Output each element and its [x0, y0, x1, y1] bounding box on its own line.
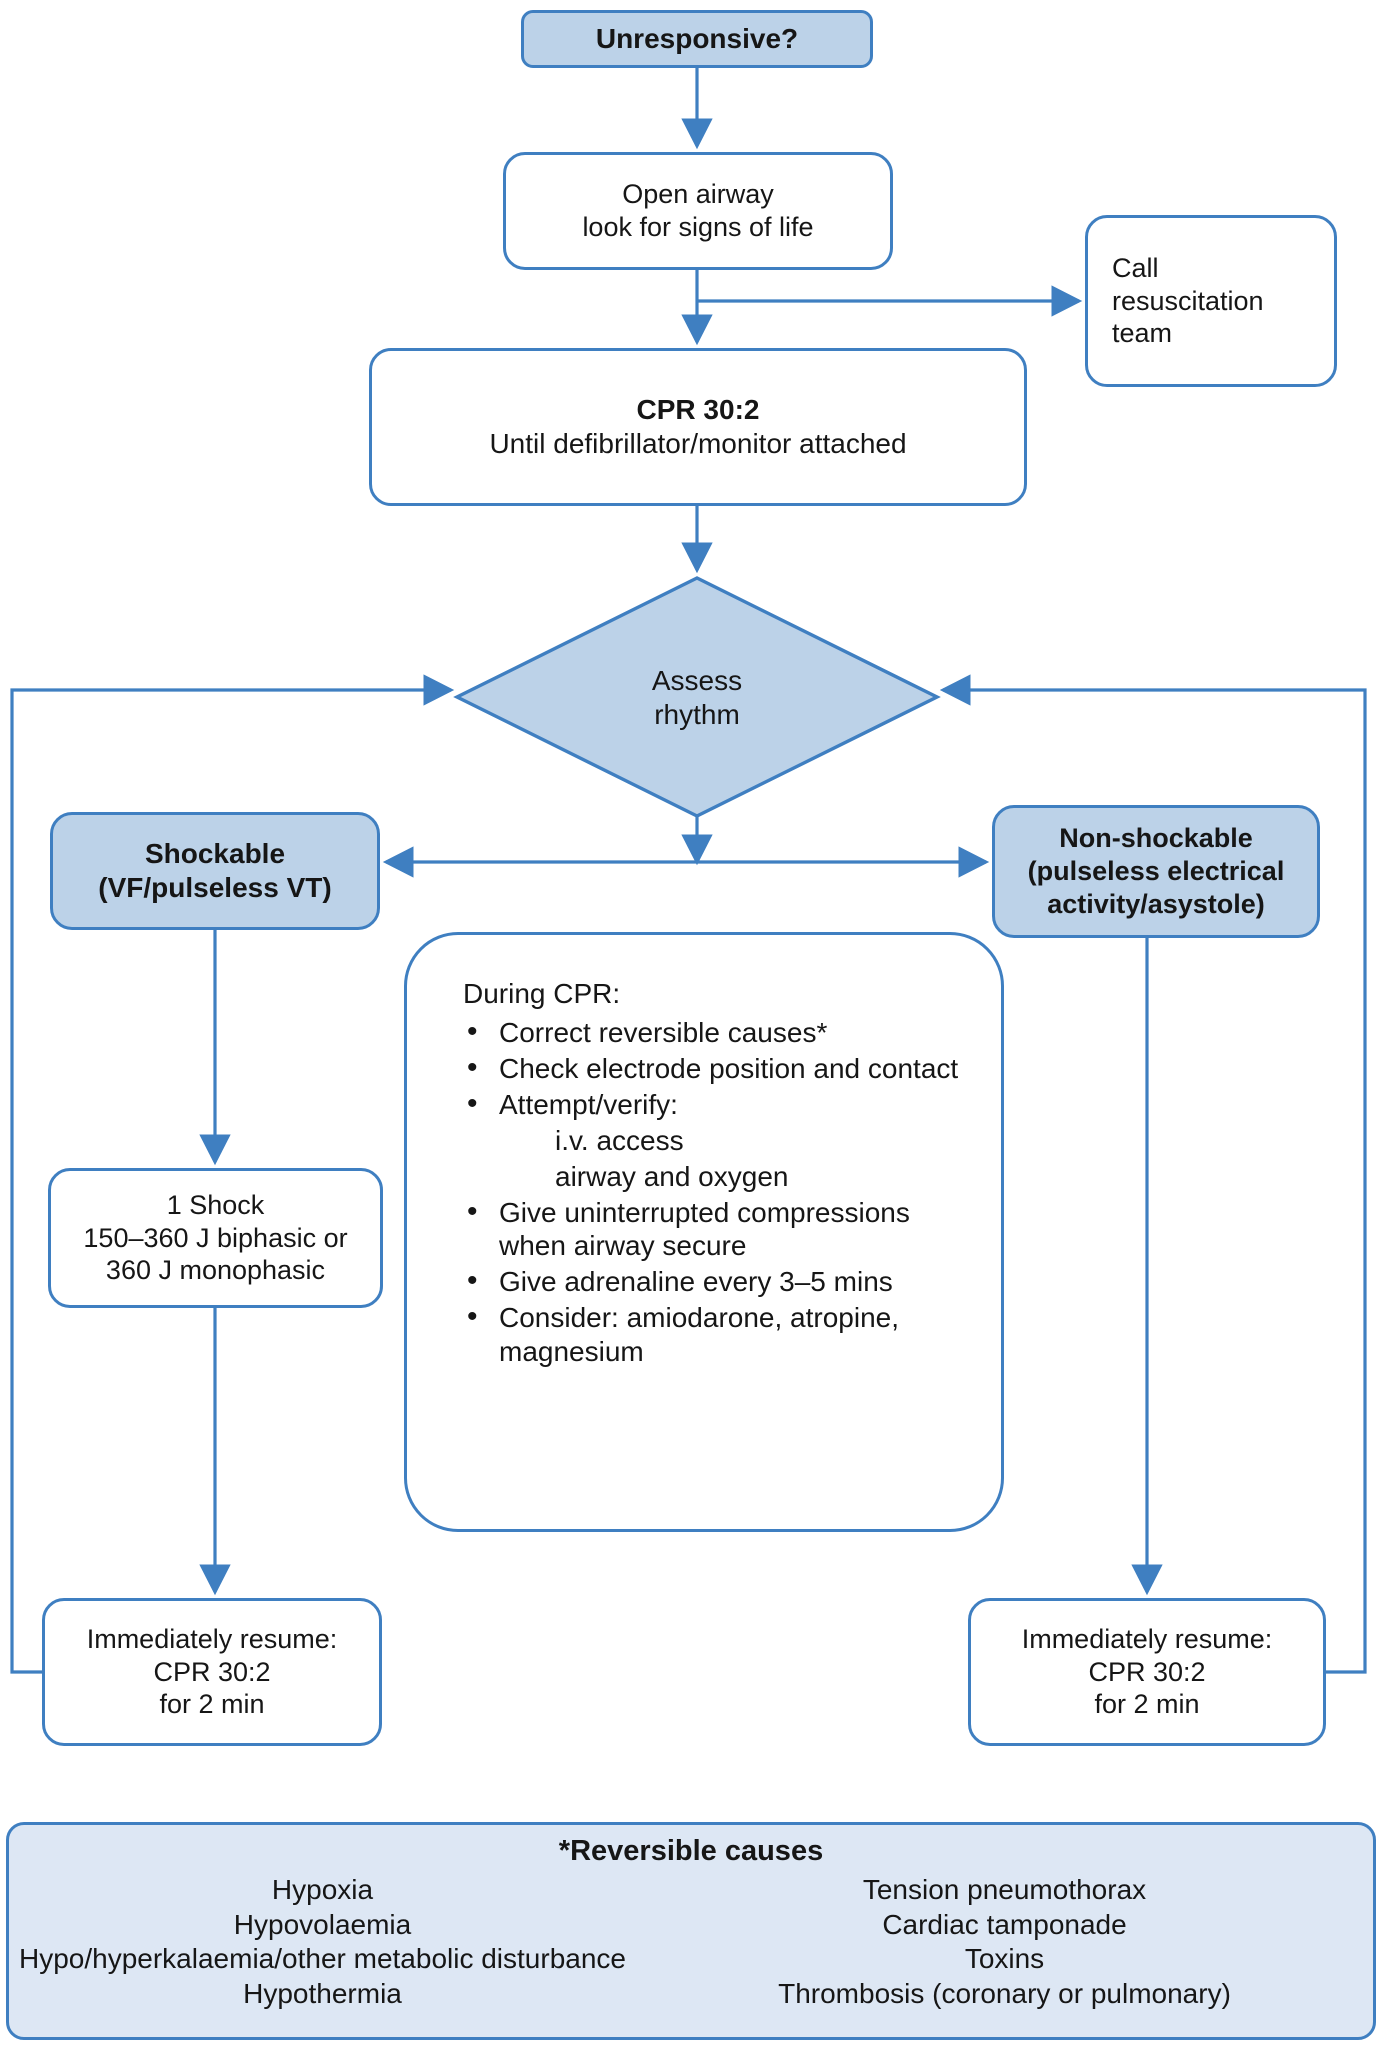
during-cpr-subitem-label: airway and oxygen	[555, 1160, 789, 1192]
node-cpr-30-2-title: CPR 30:2	[636, 393, 760, 425]
reversible-cause-item: Hypovolaemia	[233, 1908, 412, 1940]
during-cpr-item: Consider: amiodarone, atropine, magnesiu…	[463, 1299, 979, 1369]
reversible-causes-title: *Reversible causes	[558, 1835, 824, 1867]
during-cpr-subitem: i.v. access	[463, 1124, 979, 1158]
node-open-airway[interactable]: Open airway look for signs of life	[503, 152, 893, 270]
during-cpr-subitem: airway and oxygen	[463, 1160, 979, 1194]
reversible-cause-item: Toxins	[964, 1943, 1045, 1975]
reversible-cause-item: Thrombosis (coronary or pulmonary)	[778, 1977, 1231, 2009]
node-resume-right-line1: Immediately resume:	[1021, 1623, 1273, 1654]
panel-reversible-causes: *Reversible causes Hypoxia Hypovolaemia …	[6, 1822, 1376, 2040]
node-resume-left-line1: Immediately resume:	[86, 1623, 338, 1654]
node-resume-cpr-left[interactable]: Immediately resume: CPR 30:2 for 2 min	[42, 1598, 382, 1746]
node-cpr-30-2[interactable]: CPR 30:2 Until defibrillator/monitor att…	[369, 348, 1027, 506]
reversible-cause-item: Cardiac tamponade	[882, 1908, 1127, 1940]
during-cpr-item: Give adrenaline every 3–5 mins	[463, 1263, 979, 1299]
node-non-shockable-line2: (pulseless electrical	[1027, 856, 1285, 887]
node-resume-left-line3: for 2 min	[159, 1689, 265, 1720]
node-assess-rhythm-line1: Assess	[651, 664, 743, 696]
during-cpr-list: Correct reversible causes* Check electro…	[463, 1014, 979, 1371]
node-during-cpr[interactable]: During CPR: Correct reversible causes* C…	[404, 932, 1004, 1532]
node-unresponsive[interactable]: Unresponsive?	[521, 10, 873, 68]
node-non-shockable-line1: Non-shockable	[1059, 823, 1253, 854]
node-call-team-line3: team	[1112, 318, 1173, 349]
node-unresponsive-label: Unresponsive?	[595, 22, 799, 54]
node-resume-cpr-right[interactable]: Immediately resume: CPR 30:2 for 2 min	[968, 1598, 1326, 1746]
reversible-causes-columns: Hypoxia Hypovolaemia Hypo/hyperkalaemia/…	[9, 1873, 1373, 2011]
node-shockable-line1: Shockable	[144, 837, 286, 869]
during-cpr-item: Give uninterrupted compressions when air…	[463, 1194, 979, 1264]
during-cpr-heading: During CPR:	[463, 978, 621, 1009]
node-non-shockable-line3: activity/asystole)	[1047, 888, 1265, 919]
node-call-resuscitation-team[interactable]: Call resuscitation team	[1085, 215, 1337, 387]
reversible-cause-item: Hypoxia	[271, 1874, 374, 1906]
reversible-cause-item: Hypothermia	[243, 1977, 402, 2009]
node-one-shock-line1: 1 Shock	[166, 1189, 265, 1220]
during-cpr-subitem-label: i.v. access	[555, 1124, 684, 1156]
node-assess-rhythm[interactable]: Assess rhythm	[597, 657, 797, 739]
node-cpr-30-2-subtitle: Until defibrillator/monitor attached	[489, 428, 907, 459]
node-resume-right-line2: CPR 30:2	[1088, 1656, 1206, 1687]
node-call-team-line1: Call	[1112, 252, 1159, 283]
reversible-cause-item: Hypo/hyperkalaemia/other metabolic distu…	[19, 1943, 626, 1975]
node-one-shock[interactable]: 1 Shock 150–360 J biphasic or 360 J mono…	[48, 1168, 383, 1308]
reversible-cause-item: Tension pneumothorax	[862, 1874, 1147, 1906]
reversible-causes-right-column: Tension pneumothorax Cardiac tamponade T…	[630, 1873, 1373, 2011]
node-resume-left-line2: CPR 30:2	[153, 1656, 271, 1687]
node-open-airway-line1: Open airway	[622, 179, 774, 210]
node-assess-rhythm-line2: rhythm	[654, 699, 740, 730]
during-cpr-item: Check electrode position and contact	[463, 1050, 979, 1086]
node-call-team-line2: resuscitation	[1112, 285, 1264, 316]
node-resume-right-line3: for 2 min	[1094, 1689, 1200, 1720]
node-non-shockable[interactable]: Non-shockable (pulseless electrical acti…	[992, 805, 1320, 938]
node-one-shock-line2: 150–360 J biphasic or	[83, 1222, 348, 1253]
reversible-causes-left-column: Hypoxia Hypovolaemia Hypo/hyperkalaemia/…	[9, 1873, 630, 2011]
node-open-airway-line2: look for signs of life	[582, 212, 814, 242]
during-cpr-item: Attempt/verify:	[463, 1086, 979, 1122]
node-shockable-line2: (VF/pulseless VT)	[98, 872, 332, 903]
node-shockable[interactable]: Shockable (VF/pulseless VT)	[50, 812, 380, 930]
node-one-shock-line3: 360 J monophasic	[105, 1255, 326, 1286]
during-cpr-item: Correct reversible causes*	[463, 1014, 979, 1050]
